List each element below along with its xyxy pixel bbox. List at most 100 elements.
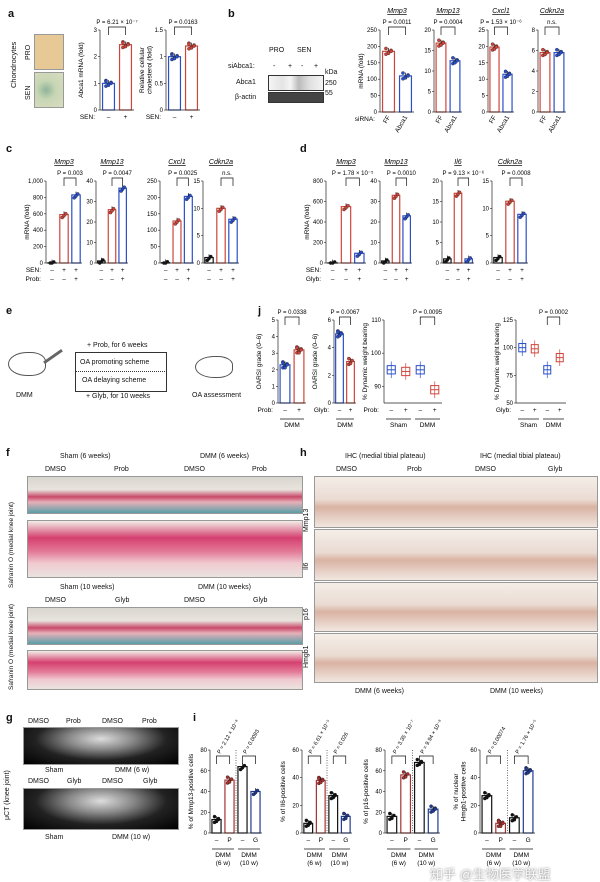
group-label: Sham	[520, 422, 537, 429]
x-row-label: Glyb:	[306, 276, 321, 283]
bar	[522, 770, 534, 834]
p-value: P = 0.0008	[501, 171, 531, 177]
y-tick-label: 10	[193, 206, 200, 212]
y-tick-label: 1,000	[28, 179, 44, 185]
data-point	[498, 824, 503, 828]
panel-label-i: i	[193, 712, 197, 724]
data-point	[175, 54, 179, 59]
y-tick-label: 15	[482, 179, 489, 185]
data-point	[392, 813, 396, 818]
data-point	[522, 211, 526, 216]
data-point	[317, 776, 321, 781]
scheme-dmm: DMM	[16, 392, 33, 399]
bar	[391, 194, 401, 264]
x-tick-label: –	[283, 407, 287, 414]
y-tick-label: 15	[432, 200, 439, 206]
data-point	[212, 814, 217, 819]
microct-top	[23, 727, 179, 765]
y-tick-label: 40	[370, 179, 377, 185]
data-point	[346, 203, 350, 208]
data-point	[403, 775, 408, 779]
x-tick-label: FF	[539, 114, 549, 124]
x-tick-label: –	[394, 276, 398, 283]
y-tick-label: 8	[532, 28, 536, 34]
g-col-5: DMSO	[28, 778, 49, 785]
y-tick-label: 2	[94, 55, 98, 61]
data-point	[121, 41, 125, 45]
x-tick-label: –	[207, 276, 211, 283]
y-tick-label: 6	[328, 318, 332, 324]
x-tick-label: –	[418, 837, 422, 844]
panel-label-e: e	[6, 305, 13, 317]
p-bracket	[388, 26, 406, 35]
y-axis-label-line: Hmgb1-positive cells	[461, 761, 468, 822]
chart-title: Cdkn2a	[209, 159, 233, 166]
f-col-3: DMSO	[184, 466, 205, 473]
y-tick-label: 40	[292, 776, 299, 782]
h-header-1: IHC (medial tibial plateau)	[345, 453, 426, 460]
p-value: P = 0.0047	[103, 171, 133, 177]
bar	[489, 46, 500, 113]
data-point	[348, 361, 353, 366]
bar	[328, 795, 339, 834]
scheme-glyb: + Glyb, for 10 weeks	[86, 393, 151, 400]
safranin-overview-6w	[27, 476, 303, 514]
x-tick-label: +	[175, 267, 179, 274]
x-tick-label: –	[384, 267, 388, 274]
y-tick-label: 50	[506, 401, 513, 407]
bar	[250, 790, 261, 834]
group-label: DMM	[418, 852, 434, 859]
group-label: DMM	[546, 422, 562, 429]
data-point	[401, 770, 406, 774]
data-point	[403, 76, 408, 80]
data-point	[209, 254, 213, 259]
data-point	[359, 250, 364, 255]
x-tick-label: P	[498, 837, 502, 844]
data-point	[500, 821, 505, 826]
group-label-sub: (6 w)	[216, 860, 230, 867]
y-tick-label: 200	[147, 195, 158, 201]
y-tick-label: 5	[272, 318, 276, 324]
data-point	[350, 358, 354, 363]
y-tick-label: 200	[367, 44, 378, 50]
chart-title: Mmp3	[54, 159, 74, 166]
y-tick-label: 50	[150, 245, 157, 251]
data-point	[221, 205, 225, 210]
x-tick-label: +	[520, 267, 524, 274]
x-tick-label: –	[446, 276, 450, 283]
p-bracket	[174, 26, 192, 35]
y-axis-label: % Dynamic weight bearing	[362, 323, 369, 400]
data-point	[64, 211, 68, 216]
x-tick-label: +	[405, 267, 409, 274]
y-tick-label: 40	[200, 790, 207, 796]
p-bracket	[509, 177, 523, 186]
y-tick-label: 20	[292, 803, 299, 809]
y-tick-label: 150	[147, 212, 158, 218]
bar	[481, 795, 493, 834]
y-tick-label: 5	[482, 94, 486, 100]
y-tick-label: 200	[313, 241, 324, 247]
x-row-label: SEN:	[26, 267, 41, 274]
bar	[237, 765, 248, 834]
group-label: DMM	[307, 852, 323, 859]
y-tick-label: 600	[33, 212, 44, 218]
bar	[279, 364, 291, 404]
x-tick-label: +	[74, 276, 78, 283]
g-group-dmm6: DMM (6 w)	[115, 767, 150, 774]
data-point	[347, 356, 351, 361]
f-col-5: DMSO	[45, 597, 66, 604]
p-value: P = 9.13 × 10⁻⁶	[443, 170, 485, 177]
data-point	[559, 50, 563, 55]
f-group-sham10: Sham (10 weeks)	[60, 584, 115, 591]
x-tick-label: +	[344, 267, 348, 274]
data-point	[123, 44, 128, 49]
data-point	[111, 206, 116, 211]
data-point	[433, 807, 437, 811]
bar	[224, 779, 235, 834]
x-tick-label: –	[485, 837, 489, 844]
y-tick-label: 40	[470, 776, 477, 782]
safranin-overview-10w	[27, 607, 303, 645]
data-point	[457, 190, 462, 195]
x-tick-label: +	[508, 267, 512, 274]
